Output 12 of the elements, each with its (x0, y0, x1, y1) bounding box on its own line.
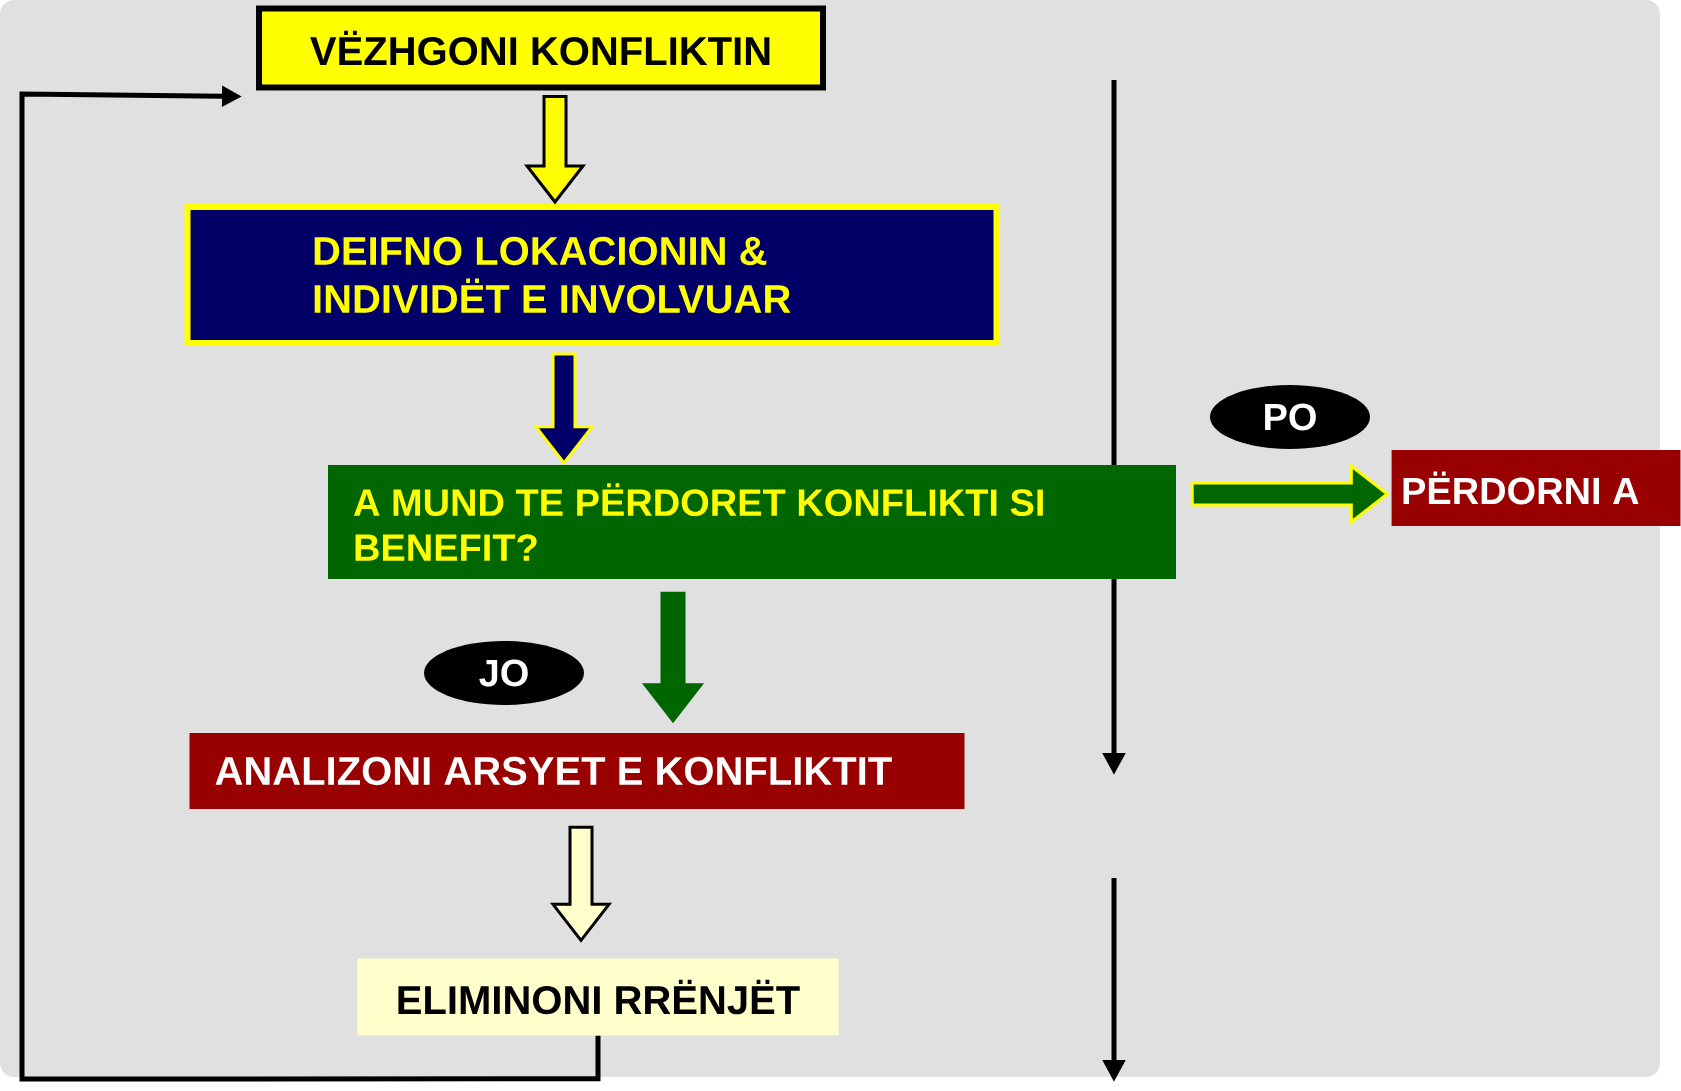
process-box: ELIMINONI RRËNJËT (357, 958, 839, 1036)
process-box: ANALIZONI ARSYET E KONFLIKTIT (189, 733, 965, 809)
process-box: PËRDORNI A (1391, 450, 1681, 526)
process-box: A MUND TE PËRDORET KONFLIKTI SI BENEFIT? (328, 465, 1176, 579)
block-arrow (532, 352, 596, 466)
process-box: DEIFNO LOKACIONIN & INDIVIDËT E INVOLVUAR (184, 204, 1000, 346)
block-arrow (641, 591, 705, 724)
block-arrow (549, 825, 613, 943)
block-arrow (1190, 462, 1390, 526)
block-arrow (523, 95, 587, 205)
loop-arrow (19, 85, 601, 1082)
process-box: VËZHGONI KONFLIKTIN (256, 5, 826, 91)
